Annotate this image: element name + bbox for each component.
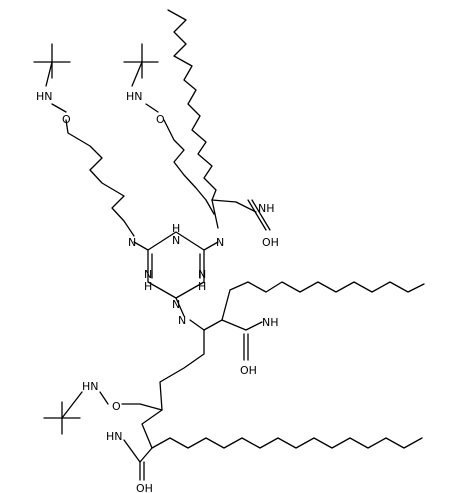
atom-label-ring-h-lower-right: H	[198, 280, 206, 293]
atom-label-o-bottomleft: O	[112, 400, 121, 413]
atom-label-n-bottom-link: N	[178, 314, 186, 327]
bond-lines	[33, 9, 425, 481]
atom-label-amide-top-nh: NH	[258, 202, 275, 215]
atom-label-ring-h-top: H	[172, 222, 180, 235]
atom-label-o-topcenter: O	[156, 113, 165, 126]
atom-label-ring-n-bottom: N	[172, 298, 180, 311]
atom-label-amide-bot-nh: HN	[106, 430, 123, 443]
atom-label-ring-h-lower-left: H	[144, 280, 152, 293]
atom-label-nh-bottomleft: HN	[82, 380, 99, 393]
atom-label-amide-mid-nh: NH	[262, 316, 279, 329]
atom-label-ring-n-lower-right: N	[198, 268, 206, 281]
atom-label-ring-n-right: N	[216, 236, 224, 249]
atom-label-amide-mid-oh: OH	[240, 364, 257, 377]
atom-label-nh-topcenter: HN	[126, 90, 143, 103]
atom-label-ring-n-lower-left: N	[144, 268, 152, 281]
atom-label-ring-n-top: N	[172, 234, 180, 247]
atom-label-amide-bot-oh: OH	[136, 482, 153, 493]
atom-label-amide-top-oh: OH	[262, 236, 279, 249]
atom-label-ring-n-left: N	[128, 236, 136, 249]
atom-label-nh-topleft: HN	[36, 90, 53, 103]
atom-labels: HN O HN O NH OH N N H N N H N H N N NH O…	[36, 90, 279, 493]
atom-label-o-topleft: O	[62, 113, 71, 126]
